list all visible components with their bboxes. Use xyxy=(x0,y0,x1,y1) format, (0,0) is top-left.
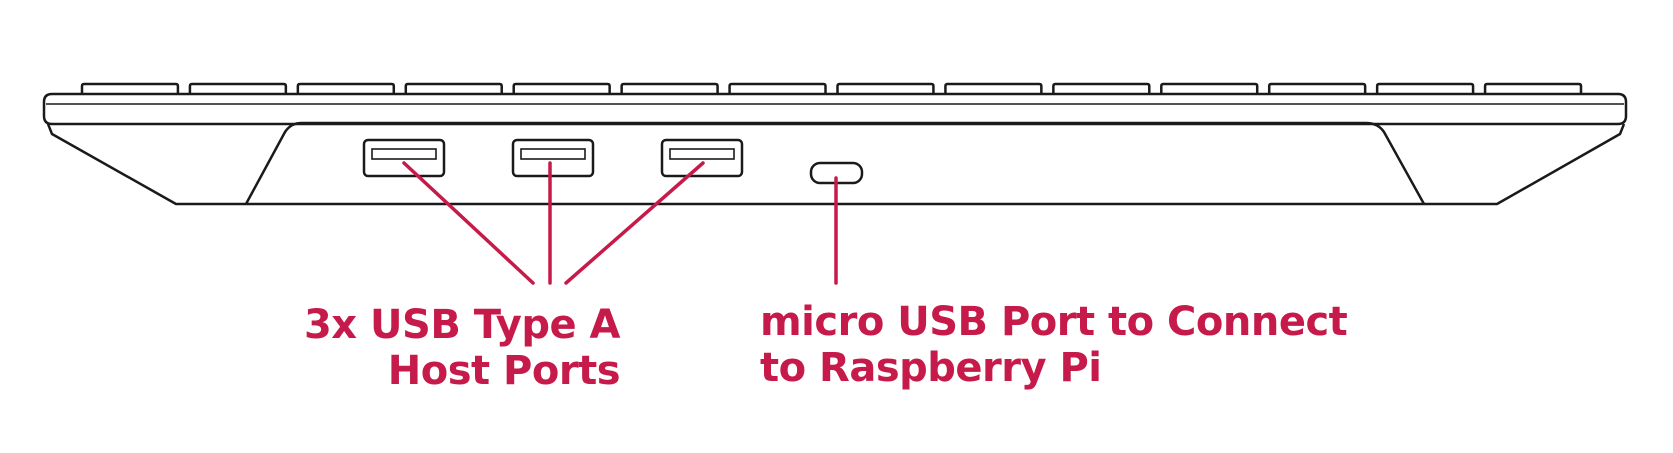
usb-type-a-ports xyxy=(362,138,744,178)
keycap xyxy=(1267,82,1367,94)
keyboard-top-plate xyxy=(42,92,1628,126)
keycap xyxy=(1052,82,1151,94)
keycap xyxy=(512,82,611,94)
callout-lines xyxy=(402,161,838,285)
usb-a-port-1 xyxy=(362,138,446,178)
usb-a-port-3 xyxy=(660,138,744,178)
micro-usb-callout-label: micro USB Port to Connect to Raspberry P… xyxy=(760,299,1348,391)
micro-usb-callout-line-1: micro USB Port to Connect xyxy=(760,299,1348,345)
usb-a-port-2 xyxy=(511,138,595,178)
keycap xyxy=(1160,82,1259,94)
keycap xyxy=(1375,82,1475,94)
keycap xyxy=(944,82,1043,94)
keycap-row xyxy=(80,82,1583,94)
keycap xyxy=(404,82,503,94)
keycap xyxy=(1483,82,1583,94)
usb-a-callout-line-2: Host Ports xyxy=(387,348,621,394)
keycap xyxy=(620,82,719,94)
usb-a-port-1-leader xyxy=(402,161,535,285)
keycap xyxy=(728,82,827,94)
keycap xyxy=(80,82,180,94)
usb-a-callout-label: 3x USB Type A Host Ports xyxy=(303,302,621,394)
micro-usb-callout-line-2: to Raspberry Pi xyxy=(760,345,1102,391)
port-recess-panel xyxy=(244,121,1426,205)
usb-a-callout-line-1: 3x USB Type A xyxy=(303,302,621,348)
keycap xyxy=(836,82,935,94)
keycap xyxy=(188,82,288,94)
keycap xyxy=(296,82,396,94)
usb-a-port-3-leader xyxy=(564,161,705,285)
